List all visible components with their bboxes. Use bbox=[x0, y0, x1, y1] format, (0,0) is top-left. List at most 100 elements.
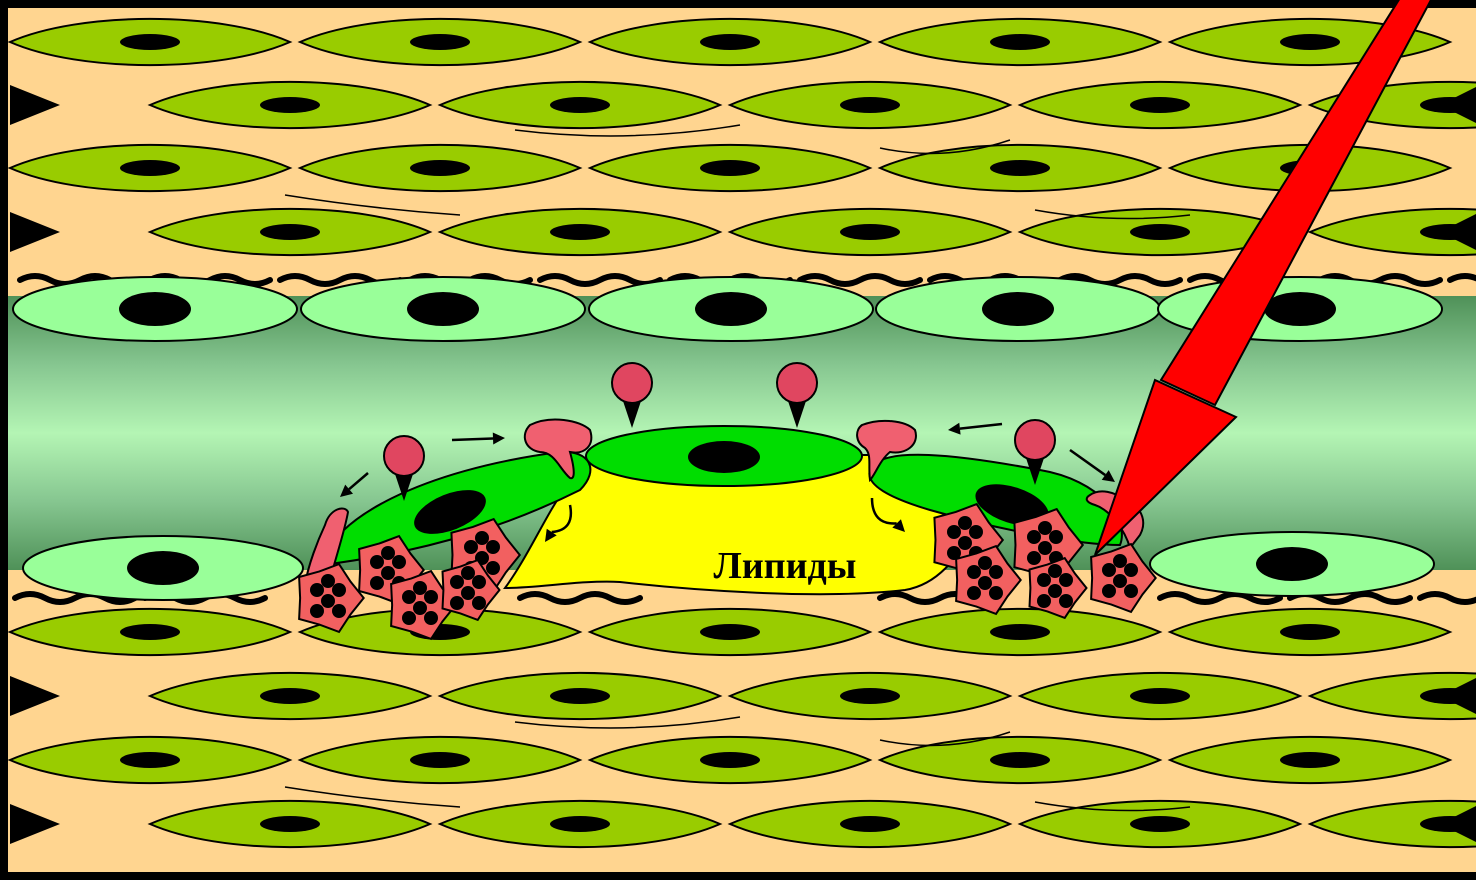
nucleus bbox=[550, 688, 610, 704]
lipid-droplet bbox=[978, 556, 992, 570]
lipid-droplet bbox=[472, 575, 486, 589]
nucleus bbox=[700, 160, 760, 176]
nucleus bbox=[700, 624, 760, 640]
lipid-droplet bbox=[461, 586, 475, 600]
nucleus bbox=[550, 97, 610, 113]
nucleus bbox=[982, 292, 1054, 326]
lipid-droplet bbox=[1048, 584, 1062, 598]
lipid-droplet bbox=[1027, 530, 1041, 544]
lipid-droplet bbox=[967, 565, 981, 579]
nucleus bbox=[260, 224, 320, 240]
lipid-droplet bbox=[413, 601, 427, 615]
lipid-droplet bbox=[1124, 563, 1138, 577]
lipid-droplet bbox=[402, 590, 416, 604]
lipid-droplet bbox=[402, 611, 416, 625]
platelet-icon bbox=[612, 363, 652, 403]
lipid-droplet bbox=[486, 561, 500, 575]
nucleus bbox=[1130, 224, 1190, 240]
nucleus bbox=[1280, 624, 1340, 640]
lipid-droplet bbox=[958, 536, 972, 550]
nucleus bbox=[1280, 34, 1340, 50]
nucleus bbox=[120, 752, 180, 768]
lipid-core-label: Липиды bbox=[714, 545, 857, 587]
platelet-icon bbox=[777, 363, 817, 403]
nucleus bbox=[1280, 752, 1340, 768]
platelet-icon bbox=[1015, 420, 1055, 460]
lipid-droplet bbox=[310, 583, 324, 597]
nucleus bbox=[1264, 292, 1336, 326]
lipid-droplet bbox=[475, 531, 489, 545]
lipid-droplet bbox=[464, 540, 478, 554]
nucleus bbox=[410, 34, 470, 50]
nucleus bbox=[840, 816, 900, 832]
lipid-droplet bbox=[1038, 521, 1052, 535]
nucleus bbox=[1130, 688, 1190, 704]
nucleus bbox=[695, 292, 767, 326]
nucleus bbox=[840, 688, 900, 704]
nucleus bbox=[260, 97, 320, 113]
lipid-droplet bbox=[424, 611, 438, 625]
nucleus bbox=[990, 34, 1050, 50]
lipid-droplet bbox=[332, 604, 346, 618]
lipid-droplet bbox=[472, 596, 486, 610]
lipid-droplet bbox=[381, 546, 395, 560]
lipid-droplet bbox=[392, 555, 406, 569]
nucleus bbox=[119, 292, 191, 326]
nucleus bbox=[120, 624, 180, 640]
lipid-droplet bbox=[370, 576, 384, 590]
lipid-droplet bbox=[1048, 564, 1062, 578]
lipid-droplet bbox=[1059, 594, 1073, 608]
nucleus bbox=[990, 624, 1050, 640]
nucleus bbox=[990, 160, 1050, 176]
arrow-shaft bbox=[452, 438, 493, 440]
lipid-droplet bbox=[461, 566, 475, 580]
lipid-droplet bbox=[486, 540, 500, 554]
nucleus bbox=[260, 816, 320, 832]
lipid-droplet bbox=[1124, 584, 1138, 598]
lipid-droplet bbox=[1037, 594, 1051, 608]
lipid-droplet bbox=[989, 565, 1003, 579]
lipid-droplet bbox=[1049, 530, 1063, 544]
lipid-droplet bbox=[967, 586, 981, 600]
lipid-droplet bbox=[1027, 551, 1041, 565]
lipid-droplet bbox=[381, 566, 395, 580]
nucleus bbox=[120, 160, 180, 176]
lipid-droplet bbox=[450, 596, 464, 610]
lipid-droplet bbox=[947, 525, 961, 539]
nucleus bbox=[1256, 547, 1328, 581]
lipid-droplet bbox=[1038, 541, 1052, 555]
lipid-droplet bbox=[413, 581, 427, 595]
nucleus bbox=[700, 34, 760, 50]
nucleus bbox=[260, 688, 320, 704]
nucleus bbox=[120, 34, 180, 50]
nucleus bbox=[410, 160, 470, 176]
lipid-droplet bbox=[1113, 574, 1127, 588]
lipid-droplet bbox=[370, 555, 384, 569]
nucleus bbox=[127, 551, 199, 585]
lipid-droplet bbox=[958, 516, 972, 530]
lipid-droplet bbox=[321, 594, 335, 608]
lipid-droplet bbox=[969, 525, 983, 539]
nucleus bbox=[550, 816, 610, 832]
lipid-droplet bbox=[1037, 573, 1051, 587]
nucleus bbox=[700, 752, 760, 768]
nucleus bbox=[840, 97, 900, 113]
lipid-droplet bbox=[1102, 584, 1116, 598]
nucleus bbox=[688, 441, 760, 473]
lipid-droplet bbox=[450, 575, 464, 589]
lipid-droplet bbox=[978, 576, 992, 590]
lipid-droplet bbox=[332, 583, 346, 597]
nucleus bbox=[550, 224, 610, 240]
nucleus bbox=[1130, 816, 1190, 832]
platelet-icon bbox=[384, 436, 424, 476]
nucleus bbox=[840, 224, 900, 240]
nucleus bbox=[1130, 97, 1190, 113]
nucleus bbox=[990, 752, 1050, 768]
nucleus bbox=[410, 752, 470, 768]
lipid-droplet bbox=[424, 590, 438, 604]
lipid-droplet bbox=[989, 586, 1003, 600]
lipid-droplet bbox=[310, 604, 324, 618]
lipid-droplet bbox=[1102, 563, 1116, 577]
lipid-droplet bbox=[321, 574, 335, 588]
